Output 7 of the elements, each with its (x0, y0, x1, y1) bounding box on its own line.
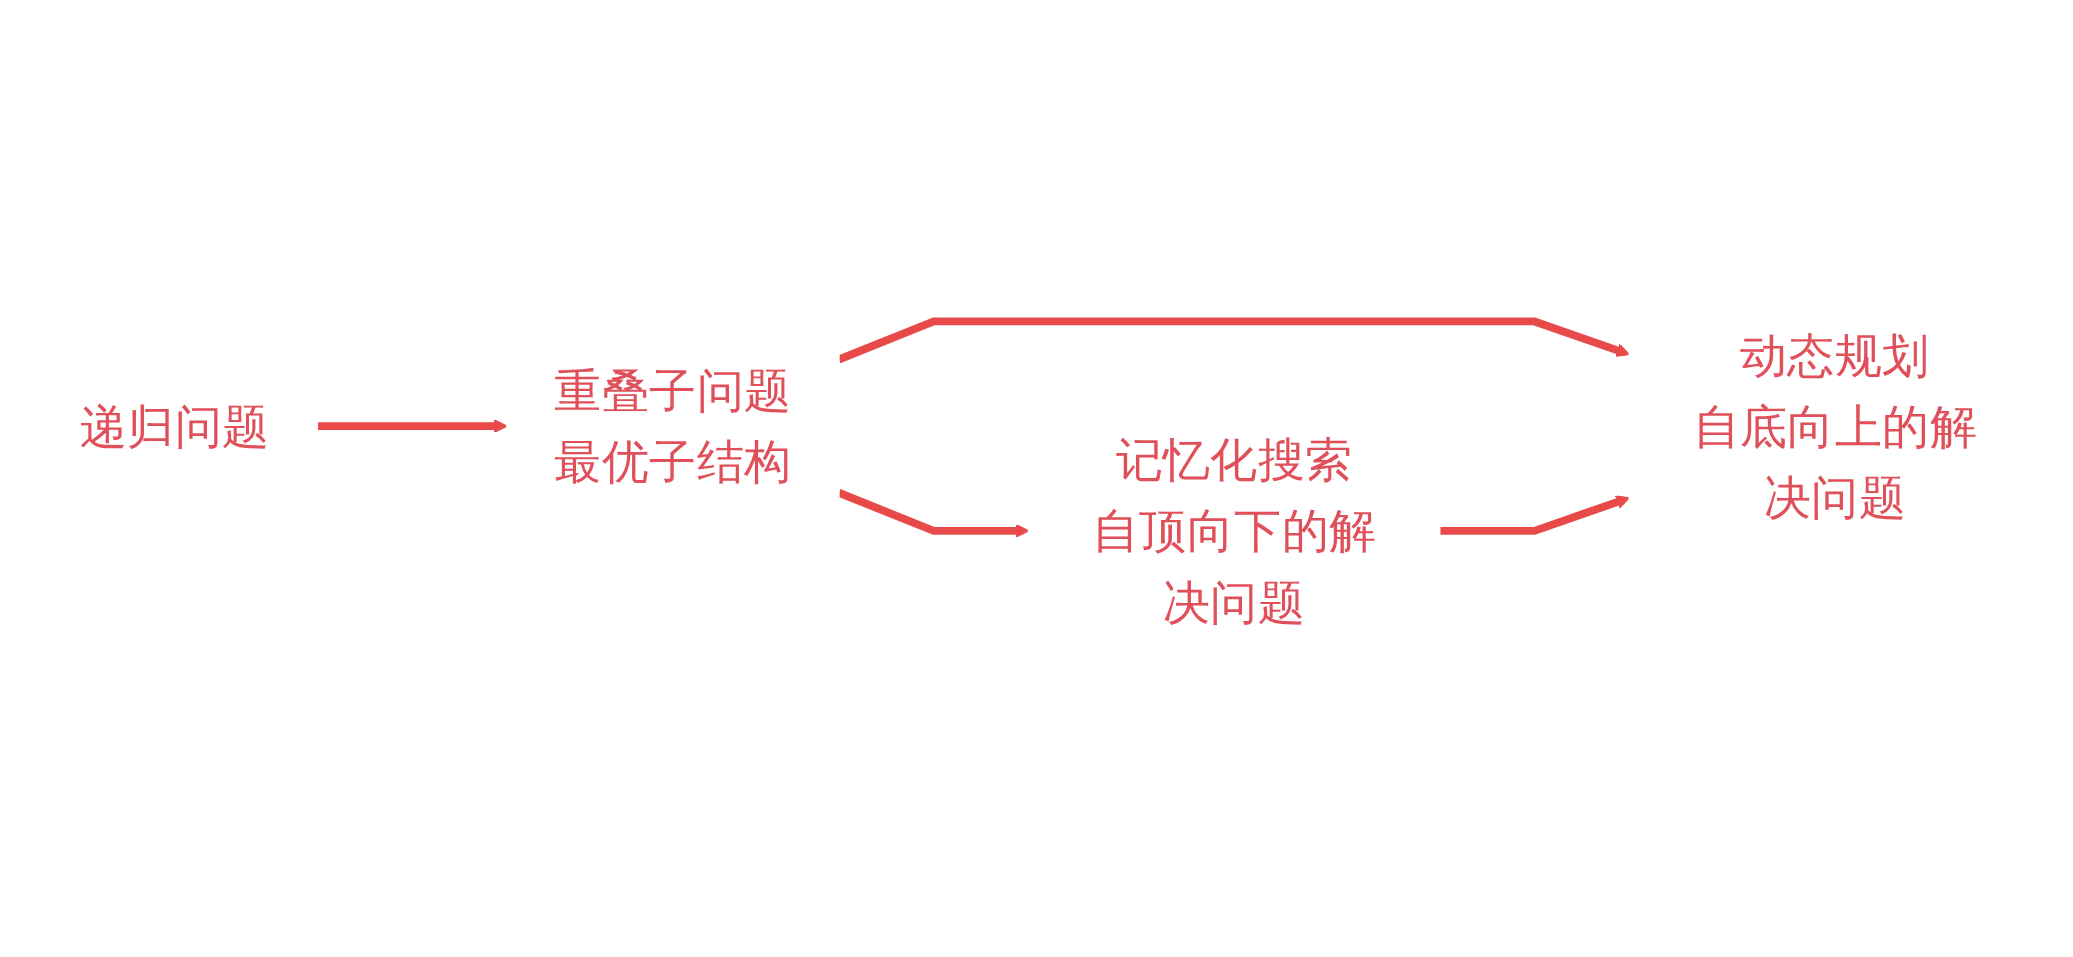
node-text: 重叠子问题 最优子结构 (554, 362, 792, 490)
arrow (837, 489, 1030, 538)
node-text: 递归问题 (80, 398, 270, 454)
arrow (1439, 495, 1630, 535)
node-text: 记忆化搜索 自顶向下的解决问题 (1091, 432, 1377, 630)
node-text: 动态规划 自底向上的解决问题 (1692, 327, 1978, 525)
arrow (317, 419, 508, 434)
